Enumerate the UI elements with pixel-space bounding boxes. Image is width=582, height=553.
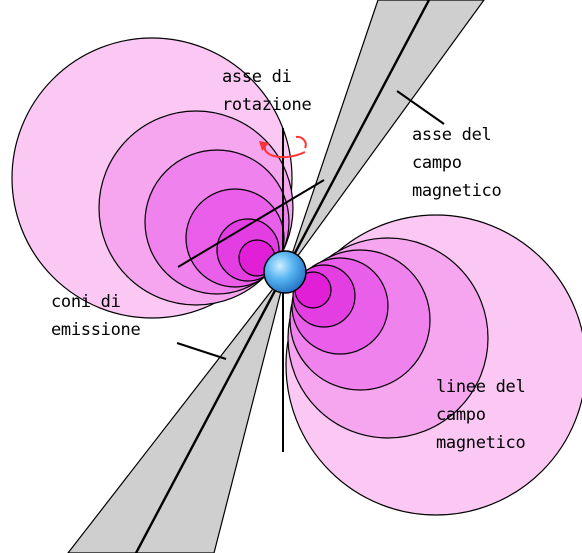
label-emission-cones: coni di emissione (51, 288, 141, 344)
field-lobes-lower-right (285, 214, 582, 516)
field-tilt-line (177, 179, 325, 268)
emission-cone-upper (285, 0, 485, 273)
label-magnetic-axis-line2: campo (412, 153, 462, 173)
rotation-arrow-icon (259, 135, 307, 159)
emission-cones (67, 0, 485, 553)
label-field-lines-line1: linee del (436, 377, 526, 397)
label-emission-cones-line2: emissione (51, 320, 141, 340)
label-pointers (176, 90, 445, 360)
label-magnetic-axis: asse del campo magnetico (412, 121, 502, 205)
pointer-emission-cones (176, 342, 227, 360)
label-rotation-axis: asse di rotazione (222, 63, 312, 119)
pointer-magnetic-axis (396, 90, 445, 125)
label-field-lines-line3: magnetico (436, 433, 526, 453)
label-field-lines: linee del campo magnetico (436, 373, 526, 457)
label-rotation-axis-line1: asse di (222, 67, 292, 87)
label-magnetic-axis-line1: asse del (412, 125, 492, 145)
emission-cone-lower (67, 271, 287, 553)
neutron-star-icon (263, 250, 307, 294)
label-emission-cones-line1: coni di (51, 292, 121, 312)
label-field-lines-line2: campo (436, 405, 486, 425)
label-magnetic-axis-line3: magnetico (412, 181, 502, 201)
label-rotation-axis-line2: rotazione (222, 95, 312, 115)
